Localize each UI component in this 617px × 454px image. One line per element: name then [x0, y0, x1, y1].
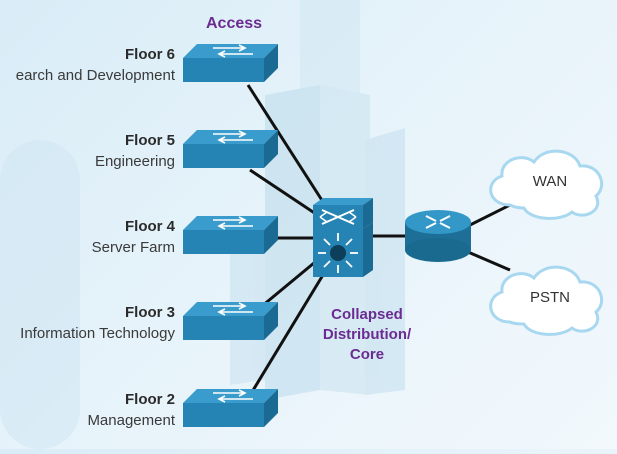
floor-description-label: earch and Development — [15, 67, 175, 84]
floor-name-label: Floor 5 — [124, 132, 175, 149]
pstn-cloud-icon — [489, 265, 603, 336]
access-switch-icon — [183, 44, 278, 82]
access-switch-icon — [183, 302, 278, 340]
access-label: Access — [206, 15, 263, 32]
link-floor6 — [246, 84, 327, 206]
access-switch-icon — [183, 389, 278, 427]
core-label: Collapsed Distribution/ Core — [312, 305, 422, 365]
link-floor2 — [250, 269, 328, 393]
core-label-line-1: Collapsed — [331, 306, 403, 323]
core-label-line-2: Distribution/ — [322, 326, 412, 343]
link-router-wan — [467, 203, 511, 228]
wan-cloud-icon — [489, 149, 603, 220]
floor-description-label: Server Farm — [91, 239, 175, 256]
router-icon — [405, 210, 471, 262]
links — [246, 84, 511, 393]
link-floor5 — [249, 168, 323, 220]
background-buildings — [0, 0, 405, 449]
floor-description-label: Management — [87, 412, 175, 429]
floor-description-label: Information Technology — [20, 325, 175, 342]
core-label-line-3: Core — [349, 346, 385, 363]
floor-name-label: Floor 2 — [124, 391, 175, 408]
pstn-label: PSTN — [529, 289, 570, 306]
floor-name-label: Floor 3 — [124, 304, 175, 321]
floor-name-label: Floor 6 — [124, 46, 175, 63]
access-switch-icon — [183, 216, 278, 254]
access-switch-icon — [183, 130, 278, 168]
floor-description-label: Engineering — [94, 153, 175, 170]
access-switches — [183, 44, 278, 427]
link-router-pstn — [467, 250, 511, 272]
floor-name-label: Floor 4 — [124, 218, 175, 235]
wan-label: WAN — [532, 173, 568, 190]
core-switch-icon — [313, 198, 373, 277]
